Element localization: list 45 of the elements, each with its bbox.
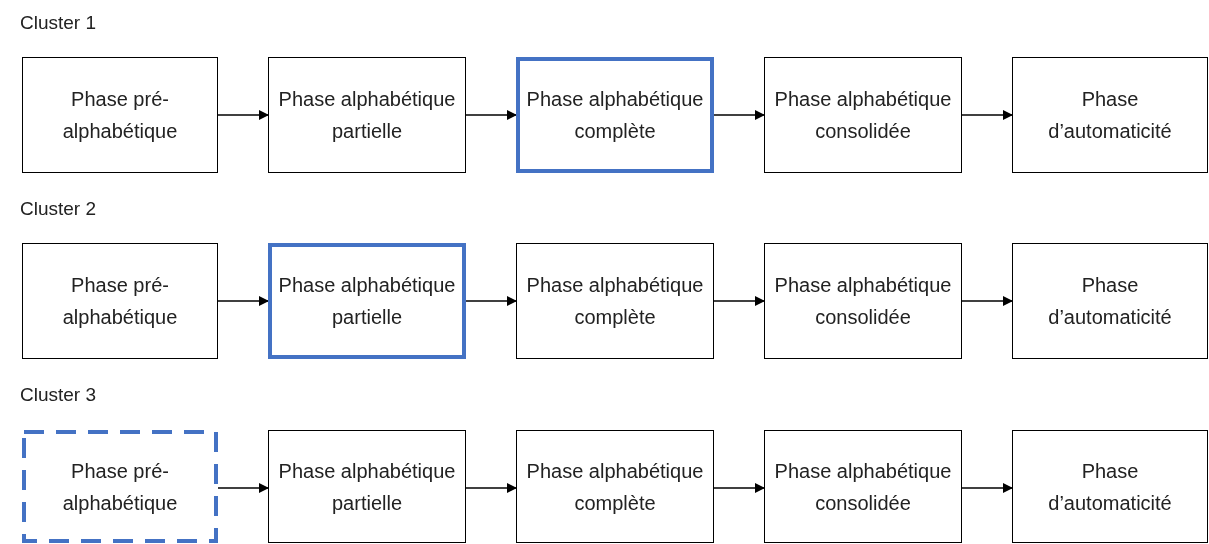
phase-label: Phase alphabétique partielle (277, 87, 457, 144)
phase-label: Phase alphabétique consolidée (773, 458, 953, 516)
arrow (713, 483, 765, 493)
phase-label: Phase pré-alphabétique (61, 273, 179, 330)
arrow (961, 110, 1013, 120)
arrow (713, 296, 765, 306)
phase-box (1012, 243, 1208, 359)
cluster-heading: Cluster 3 (20, 384, 97, 406)
phase-label: Phase alphabétique complète (525, 87, 705, 144)
phase-label: Phase d’automaticité (1047, 458, 1173, 516)
arrow (961, 483, 1013, 493)
phase-label: Phase alphabétique consolidée (773, 87, 953, 144)
arrow (961, 296, 1013, 306)
arrow (713, 110, 765, 120)
phase-box (764, 57, 962, 173)
phase-label: Phase alphabétique consolidée (773, 273, 953, 330)
phase-label: Phase alphabétique complète (525, 273, 705, 330)
phase-box (22, 430, 218, 543)
arrow (465, 110, 517, 120)
phase-label: Phase alphabétique complète (525, 458, 705, 516)
phase-label: Phase alphabétique partielle (277, 458, 457, 516)
phase-label: Phase alphabétique partielle (277, 273, 457, 330)
cluster-heading: Cluster 1 (20, 12, 97, 34)
arrow (465, 483, 517, 493)
phase-box (764, 430, 962, 543)
phase-box (516, 57, 714, 173)
phase-box (1012, 57, 1208, 173)
phase-label: Phase pré-alphabétique (61, 458, 179, 516)
phase-box (268, 57, 466, 173)
cluster-heading: Cluster 2 (20, 198, 97, 220)
phase-box (1012, 430, 1208, 543)
phase-box (516, 243, 714, 359)
phase-box (268, 243, 466, 359)
phase-box (764, 243, 962, 359)
arrow (217, 296, 269, 306)
arrow (217, 483, 269, 493)
arrow (465, 296, 517, 306)
phase-box (516, 430, 714, 543)
arrow (217, 110, 269, 120)
phase-label: Phase d’automaticité (1047, 273, 1173, 330)
phase-box (22, 243, 218, 359)
phase-box (268, 430, 466, 543)
phase-box (22, 57, 218, 173)
phase-label: Phase d’automaticité (1047, 87, 1173, 144)
phase-label: Phase pré-alphabétique (61, 87, 179, 144)
